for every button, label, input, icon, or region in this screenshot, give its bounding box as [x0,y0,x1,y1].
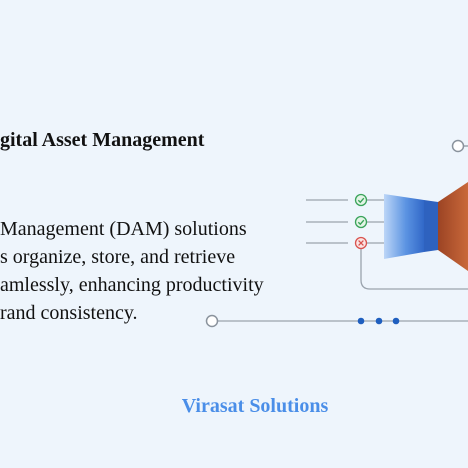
check-icon [354,193,368,207]
page-title: gital Asset Management [0,129,205,151]
bottom-connector [205,314,468,328]
top-connector [451,139,468,153]
funnel-cone [384,182,468,271]
description-line: amlessly, enhancing productivity [0,274,264,296]
description-line: rand consistency. [0,302,138,324]
cross-icon [354,236,368,250]
description-line: Management (DAM) solutions [0,218,247,240]
input-lines [306,199,348,244]
node-connectors [367,199,384,244]
description-line: s organize, store, and retrieve [0,246,236,268]
description: Management (DAM) solutions s organize, s… [0,215,330,327]
brand-name: Virasat Solutions [181,395,329,417]
check-icon [354,215,368,229]
reject-route [360,249,468,290]
